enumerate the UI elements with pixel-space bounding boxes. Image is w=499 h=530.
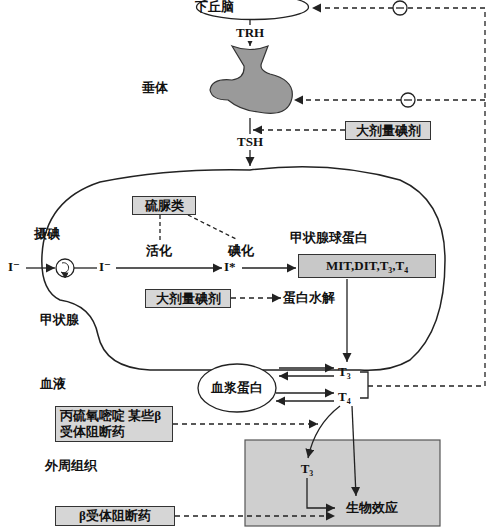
inhibit-minus: [404, 99, 412, 100]
text-label: T₃: [338, 364, 351, 380]
iodide-pump: [56, 259, 74, 277]
text-label: I⁻: [99, 259, 111, 275]
feedback-line: [407, 8, 485, 386]
flow-arrow: [26, 267, 55, 268]
feedback-line: [368, 385, 485, 386]
binding-arrow: [279, 375, 334, 376]
pump-arrow: [61, 263, 69, 273]
inhibit-minus: [396, 7, 404, 8]
node-text: β受体阻断药: [56, 507, 174, 525]
plasma-protein-circle: 血浆蛋白: [197, 363, 277, 413]
release-arrow: [346, 279, 347, 362]
drug-box: 大剂量碘剂: [145, 289, 231, 308]
hormone-node: T₃: [297, 460, 317, 478]
effect-node: 生物效应: [335, 497, 409, 519]
node-text: 垂体: [142, 80, 182, 98]
feedback-arrow: [312, 7, 393, 8]
binding-arrow: [276, 400, 334, 401]
inhibit-symbol: [401, 93, 415, 107]
flow-arrow: [116, 267, 222, 268]
edge-label: TSH: [235, 134, 265, 150]
drug-box: β受体阻断药: [55, 506, 175, 526]
drug-box: 硫脲类: [132, 196, 196, 215]
node-text: 甲状腺: [40, 312, 96, 330]
binding-arrow: [279, 367, 334, 368]
feedback-line: [415, 99, 485, 100]
inhibit-symbol: [393, 1, 407, 15]
edge-label: TRH: [234, 25, 266, 41]
text-label: 碘化: [228, 243, 254, 259]
node-text: 血浆蛋白: [197, 363, 277, 413]
text-label: 蛋白水解: [283, 290, 335, 306]
thyroglobulin-group: 甲状腺球蛋白 MIT,DIT,T₃,T₄: [288, 230, 438, 280]
text-label: T₄: [338, 389, 351, 405]
node-text: 丙硫氧嘧啶 某些β受体阻断药: [56, 407, 172, 441]
drug-box: 大剂量碘剂: [345, 121, 431, 140]
node-text: 下丘脑: [195, 0, 310, 15]
inhibit-arrow: [253, 129, 345, 130]
bracket: [360, 372, 368, 398]
node-text: T₃: [297, 460, 317, 478]
text-label: 血液: [40, 376, 66, 392]
feedback-arrow: [294, 99, 401, 100]
text-label: 摄碘: [34, 226, 60, 242]
node-text: 大剂量碘剂: [346, 122, 430, 139]
inhibit-line: [188, 215, 238, 240]
node-text: MIT,DIT,T₃,T₄: [298, 254, 436, 278]
text-label: 活化: [146, 243, 172, 259]
pituitary-shape: 垂体: [140, 46, 295, 118]
inhibit-arrow: [173, 423, 318, 424]
hypothalamus-ellipse: 下丘脑: [195, 0, 310, 20]
inhibit-line: [159, 215, 160, 240]
node-text: 大剂量碘剂: [146, 290, 230, 307]
binding-arrow: [276, 392, 334, 393]
flow-arrow: [242, 267, 296, 268]
inhibit-arrow: [231, 297, 281, 298]
drug-box: 丙硫氧嘧啶 某些β受体阻断药: [55, 406, 173, 442]
flow-line: [74, 267, 97, 268]
text-label: I*: [224, 259, 236, 275]
text-label: I⁻: [8, 259, 20, 275]
node-text: 外周组织: [45, 458, 109, 476]
node-text: 甲状腺球蛋白: [290, 230, 400, 248]
node-text: 硫脲类: [133, 197, 195, 214]
node-text: 生物效应: [335, 497, 409, 519]
